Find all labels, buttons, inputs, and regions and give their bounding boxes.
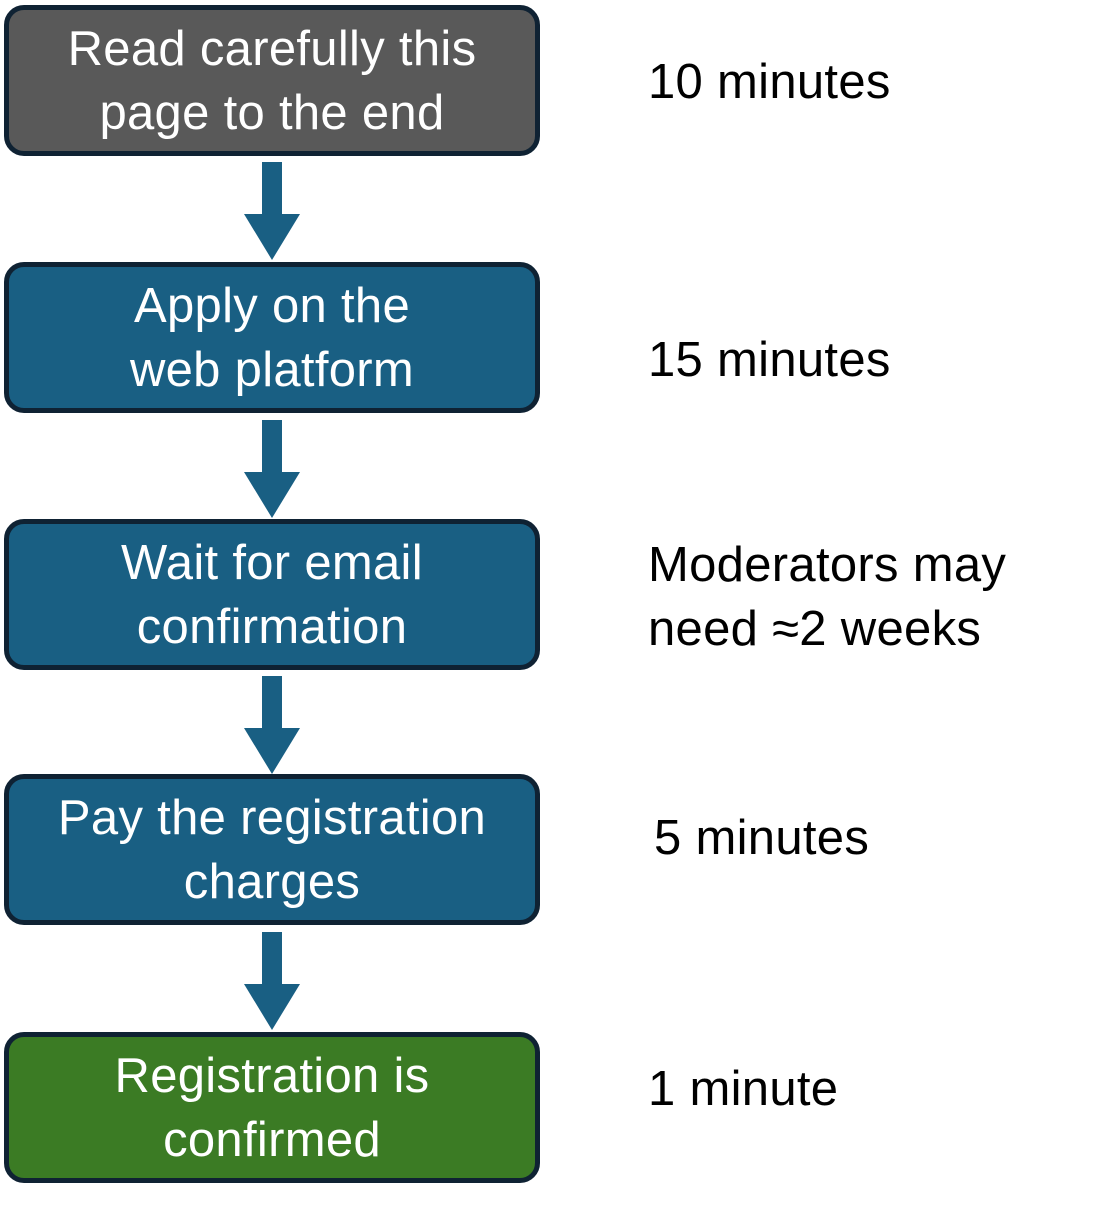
step-label: Pay the registration charges <box>57 790 487 909</box>
step-label: Apply on the web platform <box>129 278 415 397</box>
duration-label: 10 minutes <box>648 55 891 109</box>
step-box-wait-email: Wait for email confirmation <box>4 519 540 670</box>
flow-arrow-down <box>232 676 312 776</box>
step-box-registration-confirmed: Registration is confirmed <box>4 1032 540 1183</box>
flow-arrow-down <box>232 162 312 262</box>
step-box-apply-web: Apply on the web platform <box>4 262 540 413</box>
arrow-head-icon <box>244 984 300 1030</box>
flow-arrow-down <box>232 420 312 520</box>
step-label: Read carefully this page to the end <box>67 21 477 140</box>
duration-label: 1 minute <box>648 1062 839 1116</box>
step-label: Wait for email confirmation <box>121 535 423 654</box>
arrow-head-icon <box>244 728 300 774</box>
duration-label: 5 minutes <box>654 811 870 865</box>
arrow-head-icon <box>244 472 300 518</box>
step-label: Registration is confirmed <box>114 1048 430 1167</box>
duration-label: Moderators may need ≈2 weeks <box>648 538 1007 656</box>
arrow-shaft <box>262 162 282 218</box>
arrow-shaft <box>262 932 282 988</box>
arrow-shaft <box>262 676 282 732</box>
arrow-head-icon <box>244 214 300 260</box>
step-box-pay-charges: Pay the registration charges <box>4 774 540 925</box>
duration-label: 15 minutes <box>648 333 891 387</box>
arrow-shaft <box>262 420 282 476</box>
step-box-read-page: Read carefully this page to the end <box>4 5 540 156</box>
flow-arrow-down <box>232 932 312 1032</box>
